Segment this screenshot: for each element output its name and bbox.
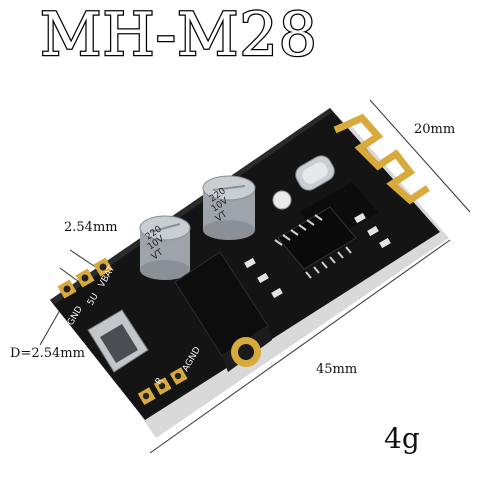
audio-jack xyxy=(174,251,272,372)
crystal xyxy=(295,155,335,191)
pin-pitch-top-label: 2.54mm xyxy=(64,220,118,235)
silk-r: R xyxy=(154,376,166,386)
chip-pins xyxy=(274,214,352,279)
capacitor-left xyxy=(139,215,191,280)
antenna-trace xyxy=(333,113,430,205)
dimension-lines xyxy=(39,99,471,454)
weight-label: 4g xyxy=(384,422,420,455)
mounting-hole xyxy=(272,190,292,210)
header-pads-bottom xyxy=(137,367,188,406)
micro-usb-port xyxy=(87,309,149,373)
capacitor-right xyxy=(202,175,256,240)
length-dimension-label: 45mm xyxy=(316,362,358,377)
header-pads-top xyxy=(57,257,113,299)
width-dimension-label: 20mm xyxy=(414,122,456,137)
product-title: MH-M28 xyxy=(39,0,318,71)
bluetooth-chip xyxy=(277,182,378,270)
pin-pitch-side-label: D=2.54mm xyxy=(10,346,85,361)
